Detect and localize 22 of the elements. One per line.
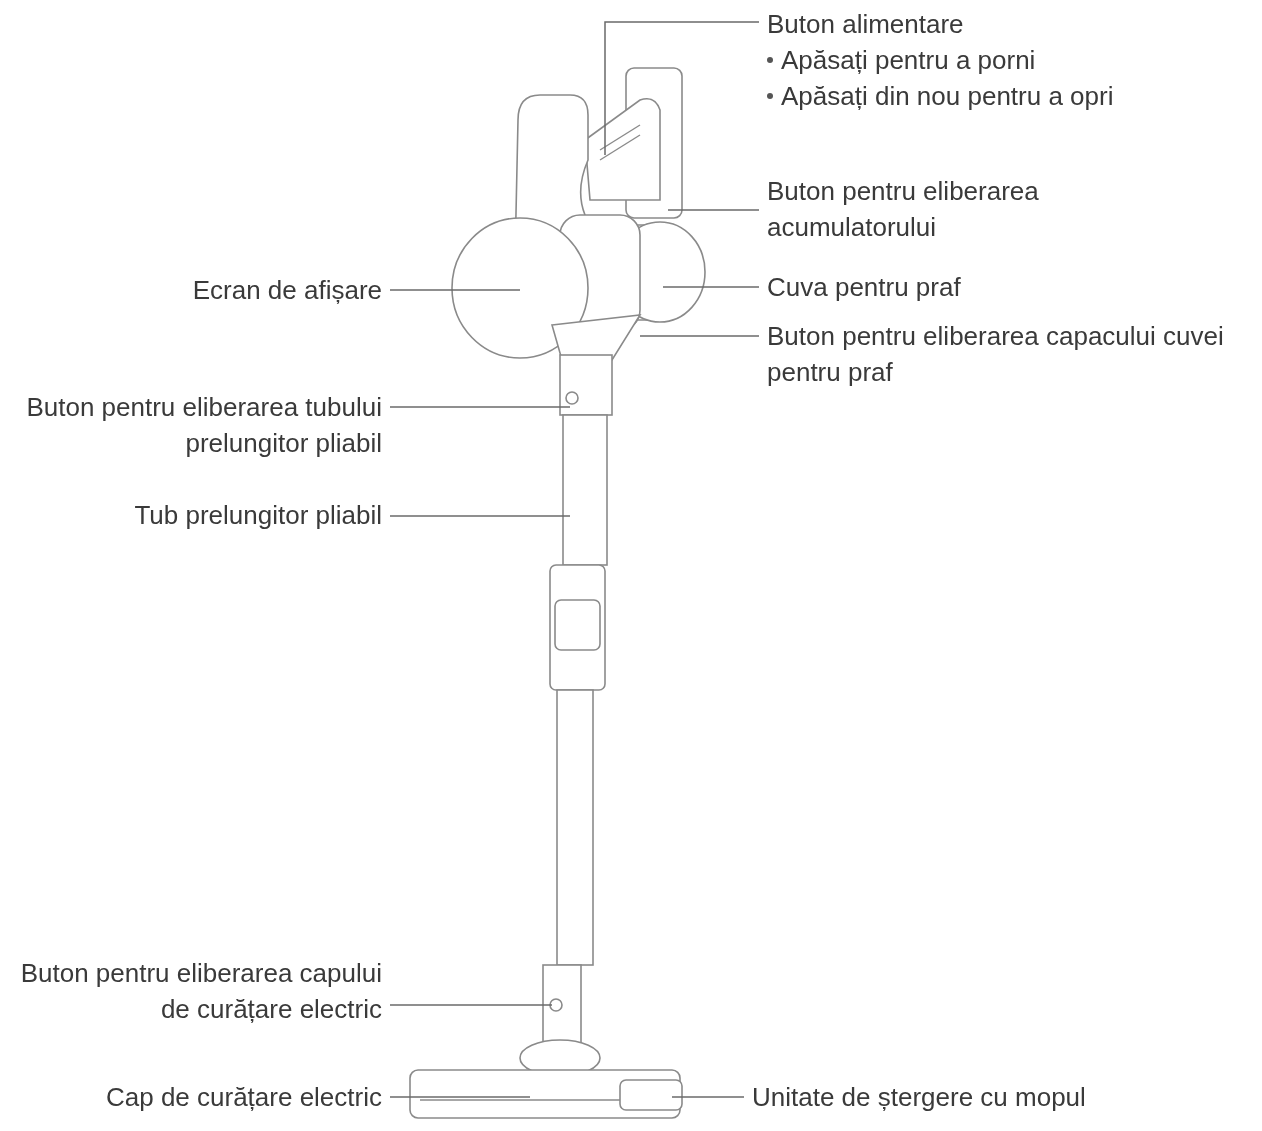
leader-line bbox=[389, 1096, 531, 1098]
callout-text: Unitate de ștergere cu mopul bbox=[752, 1081, 1086, 1114]
leader-line bbox=[389, 1004, 553, 1006]
callout-text: Apăsați pentru a porni bbox=[781, 44, 1036, 77]
callout-text: Buton pentru eliberarea acumulatorului bbox=[767, 175, 1040, 244]
leader-line bbox=[389, 515, 571, 517]
leader-line bbox=[671, 1096, 745, 1098]
leader-line bbox=[389, 406, 571, 408]
callout-text: Tub prelungitor pliabil bbox=[134, 499, 382, 532]
callout-text: Buton pentru eliberarea tubului prelungitor pliabil bbox=[25, 391, 382, 460]
leader-line bbox=[667, 209, 760, 211]
leader-line bbox=[639, 335, 760, 337]
leader-line bbox=[389, 289, 521, 291]
callout-text: Buton pentru eliberarea capacului cuvei pentru praf bbox=[767, 320, 1225, 389]
leader-line bbox=[662, 286, 760, 288]
leader-line bbox=[604, 21, 760, 156]
callout-text: Cap de curățare electric bbox=[105, 1081, 382, 1114]
callout-text: Ecran de afișare bbox=[192, 274, 382, 307]
callout-text: Buton alimentare bbox=[767, 8, 964, 41]
callout-text: Buton pentru eliberarea capului de curățare electric bbox=[20, 957, 382, 1026]
callout-text: Cuva pentru praf bbox=[767, 271, 961, 304]
callout-text: Apăsați din nou pentru a opri bbox=[781, 80, 1114, 113]
